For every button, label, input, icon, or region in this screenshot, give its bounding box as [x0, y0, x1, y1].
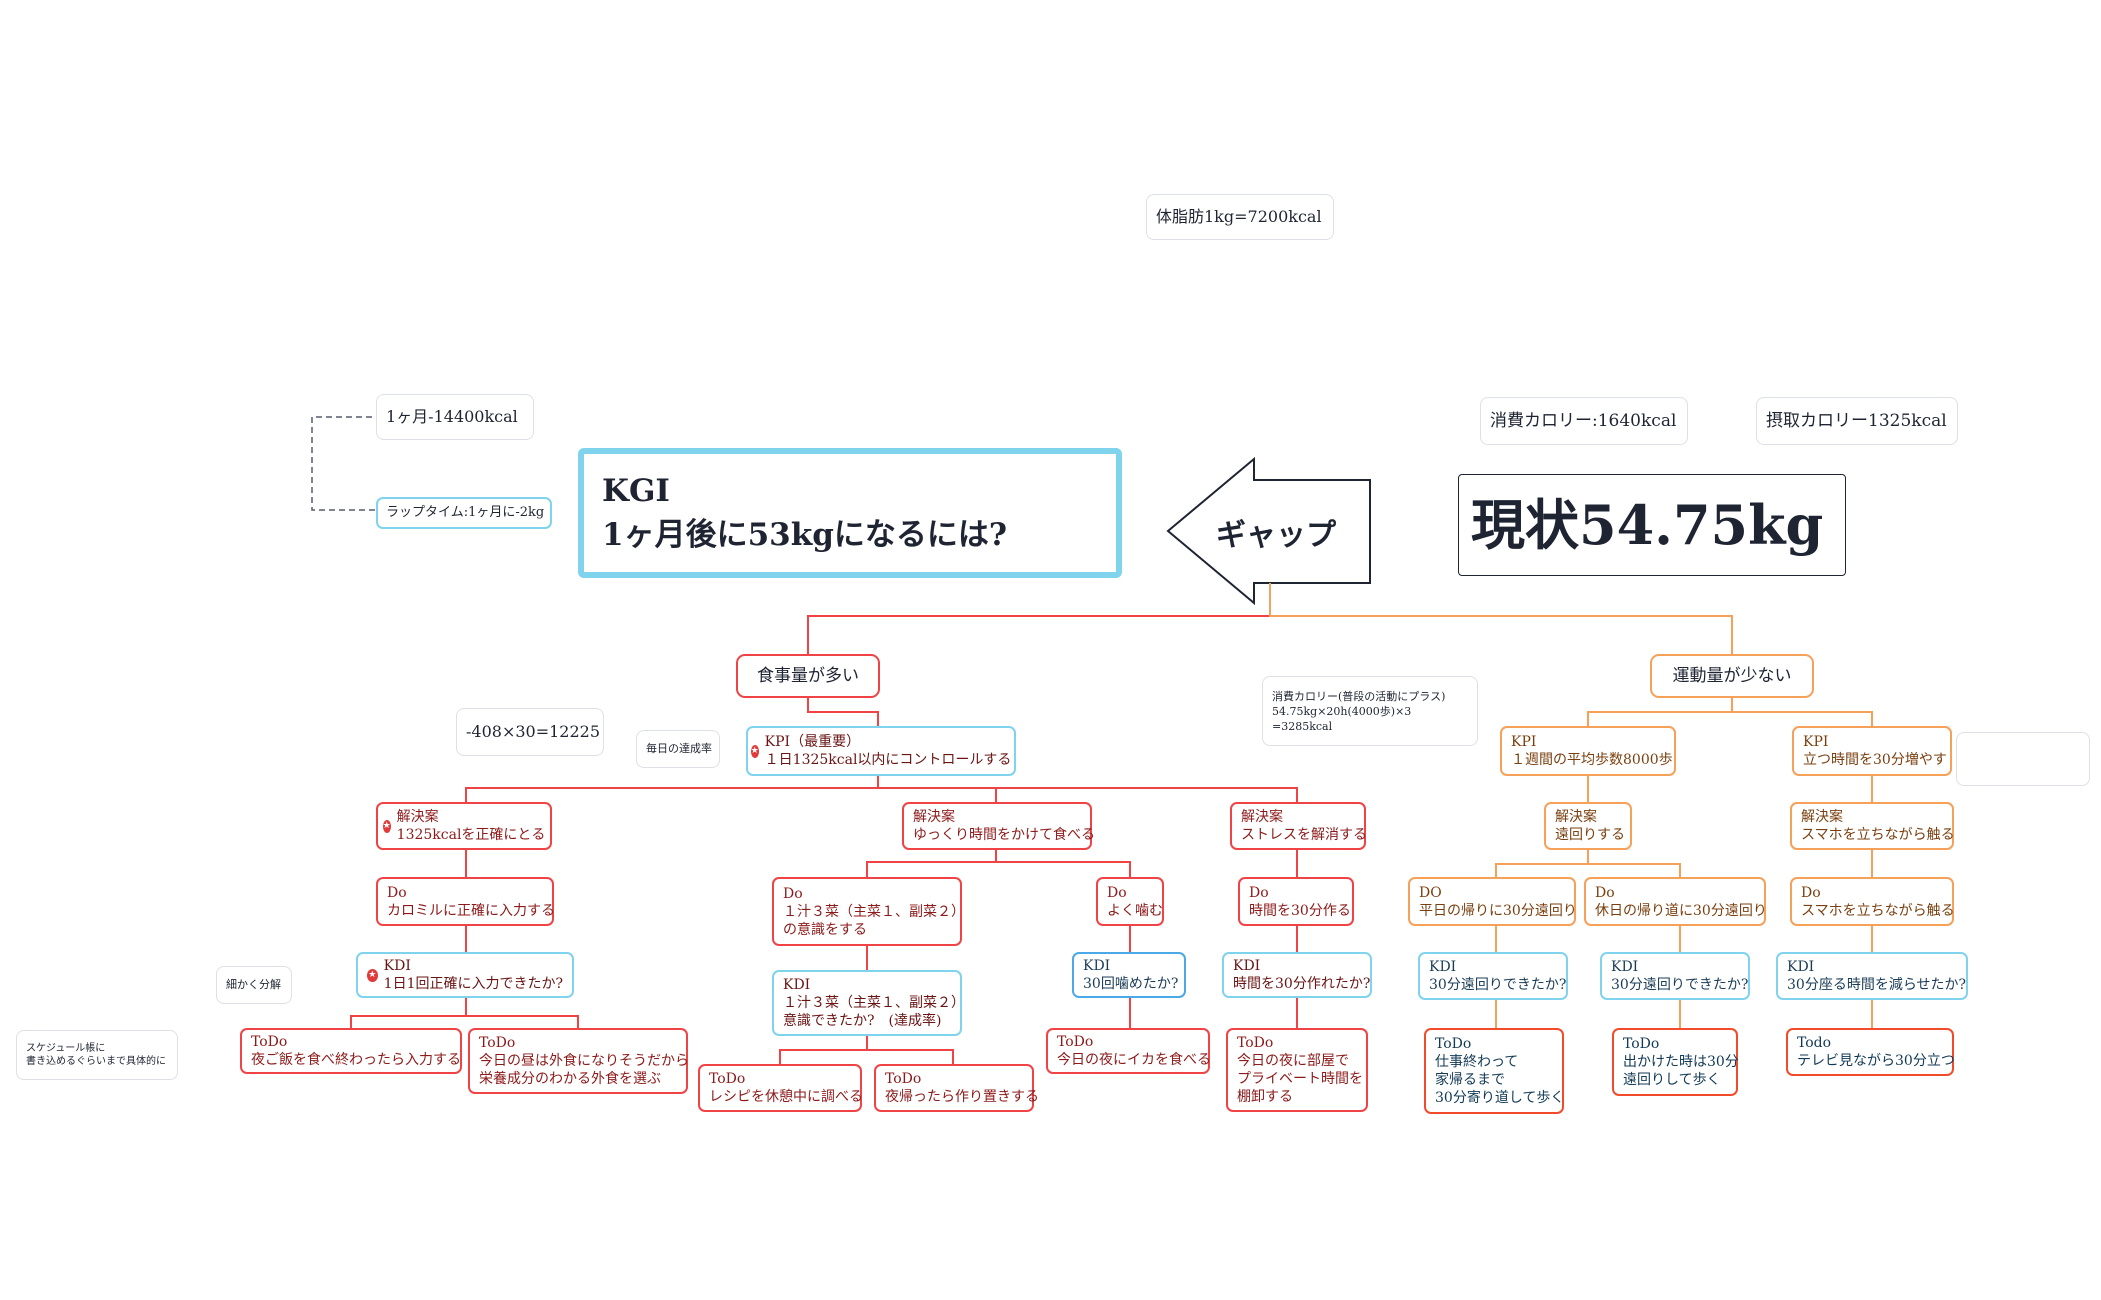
todo-detour-when-out[interactable]: ToDo 出かけた時は30分 遠回りして歩く — [1612, 1028, 1739, 1096]
note-body-fat: 体脂肪1kg=7200kcal — [1146, 194, 1334, 240]
kdi-holiday-detour[interactable]: KDI 30分遠回りできたか? — [1600, 952, 1750, 1000]
lap-time-node[interactable]: ラップタイム:1ヶ月に-2kg — [376, 497, 552, 529]
schedule-note: スケジュール帳に 書き込めるぐらいまで具体的に — [16, 1030, 178, 1080]
star-icon: ★ — [382, 819, 391, 833]
do-holiday-detour[interactable]: Do 休日の帰り道に30分遠回り — [1584, 877, 1767, 926]
todo-after-dinner[interactable]: ToDo 夜ご飯を食べ終わったら入力する — [240, 1028, 462, 1074]
calc-note: -408×30=12225 — [456, 708, 604, 756]
do-ichiju-sansai[interactable]: Do １汁３菜（主菜１、副菜２） の意識をする — [772, 877, 965, 946]
burn-calories-note: 消費カロリー:1640kcal — [1480, 397, 1688, 445]
solution-detour[interactable]: 解決案 遠回りする — [1544, 802, 1632, 850]
todo-eat-squid[interactable]: ToDo 今日の夜にイカを食べる — [1046, 1028, 1211, 1074]
kpi-weekly-steps[interactable]: KPI １週間の平均歩数8000歩 — [1500, 726, 1676, 776]
kgi-central-topic[interactable]: KGI 1ヶ月後に53kgになるには? — [578, 448, 1122, 578]
do-calomil-input[interactable]: Do カロミルに正確に入力する — [376, 877, 555, 926]
solution-eat-slowly[interactable]: 解決案 ゆっくり時間をかけて食べる — [902, 802, 1095, 850]
todo-batch-cook[interactable]: ToDo 夜帰ったら作り置きする — [874, 1064, 1039, 1112]
kdi-reduce-sitting[interactable]: KDI 30分座る時間を減らせたか? — [1776, 952, 1968, 1000]
kpi-standing-time[interactable]: KPI 立つ時間を30分増やす — [1792, 726, 1952, 776]
todo-research-recipe[interactable]: ToDo レシピを休憩中に調べる — [698, 1064, 863, 1112]
todo-private-time[interactable]: ToDo 今日の夜に部屋で プライベート時間を 棚卸する — [1226, 1028, 1368, 1112]
kdi-weekday-detour[interactable]: KDI 30分遠回りできたか? — [1418, 952, 1568, 1000]
solution-relieve-stress[interactable]: 解決案 ストレスを解消する — [1230, 802, 1367, 850]
do-make-30min[interactable]: Do 時間を30分作る — [1238, 877, 1354, 926]
current-state-node[interactable]: 現状54.75kg — [1458, 474, 1846, 576]
fine-breakdown-note: 細かく分解 — [216, 966, 292, 1004]
kdi-chew-30[interactable]: KDI 30回噛めたか? — [1072, 952, 1186, 998]
do-phone-standing[interactable]: Do スマホを立ちながら触る — [1790, 877, 1955, 926]
do-chew-well[interactable]: Do よく噛む — [1096, 877, 1164, 926]
solution-phone-standing[interactable]: 解決案 スマホを立ちながら触る — [1790, 802, 1955, 850]
note-monthly-deficit: 1ヶ月-14400kcal — [376, 394, 534, 440]
todo-walk-after-work[interactable]: ToDo 仕事終わって 家帰るまで 30分寄り道して歩く — [1424, 1028, 1564, 1114]
do-weekday-detour[interactable]: DO 平日の帰りに30分遠回り — [1408, 877, 1577, 926]
kpi-food-node[interactable]: ★ KPI（最重要）１日1325kcal以内にコントロールする — [746, 726, 1016, 776]
branch-exercise-too-little[interactable]: 運動量が少ない — [1650, 654, 1814, 698]
kdi-ichiju-sansai[interactable]: KDI １汁３菜（主菜１、副菜２） 意識できたか? (達成率) — [772, 970, 965, 1036]
todo-stand-watching-tv[interactable]: Todo テレビ見ながら30分立つ — [1786, 1028, 1955, 1076]
gap-arrow-shape — [1166, 456, 1371, 606]
intake-calories-note: 摂取カロリー1325kcal — [1756, 397, 1958, 445]
kdi-made-30min[interactable]: KDI 時間を30分作れたか? — [1222, 952, 1372, 998]
branch-food-too-much[interactable]: 食事量が多い — [736, 654, 880, 698]
todo-lunch-out[interactable]: ToDo 今日の昼は外食になりそうだから 栄養成分のわかる外食を選ぶ — [468, 1028, 689, 1094]
extra-burn-note: 消費カロリー(普段の活動にプラス) 54.75kg×20h(4000歩)×3 =… — [1262, 676, 1478, 746]
star-icon: ★ — [367, 968, 378, 982]
gap-label: ギャップ — [1216, 518, 1336, 553]
star-icon: ★ — [750, 744, 759, 758]
daily-rate-note: 毎日の達成率 — [636, 730, 720, 768]
empty-note — [1956, 732, 2090, 786]
